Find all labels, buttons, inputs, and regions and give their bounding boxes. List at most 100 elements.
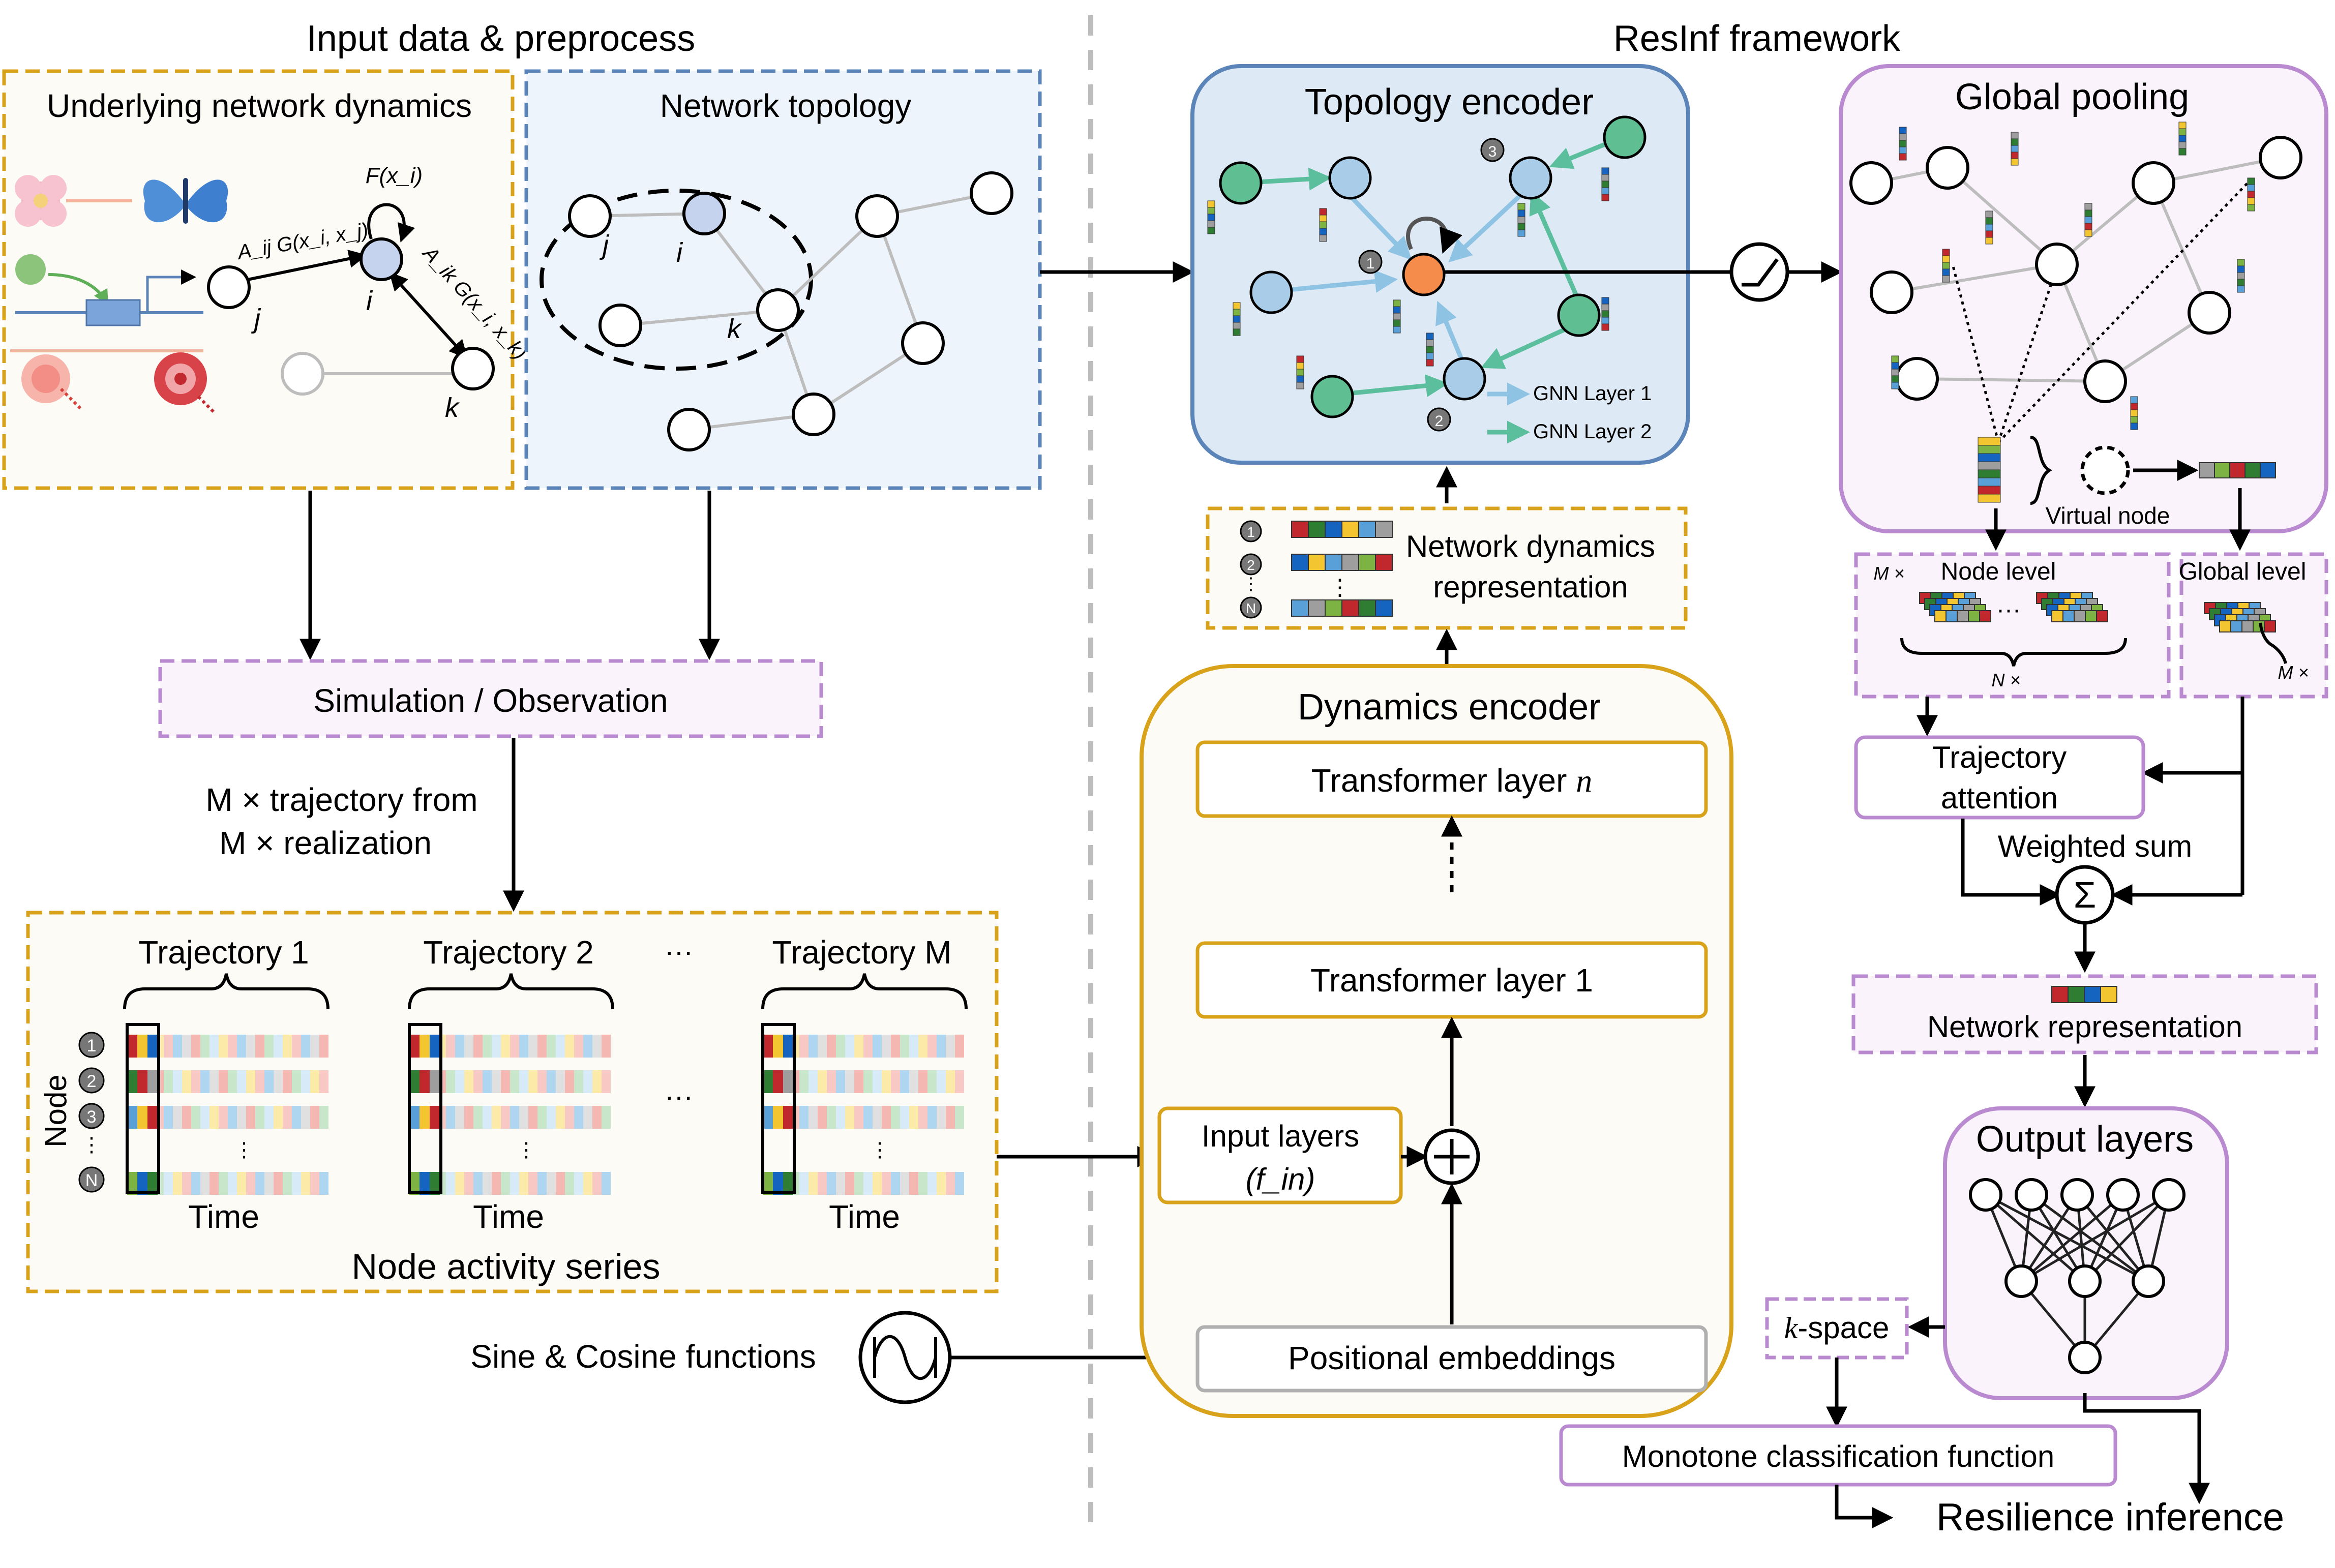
sum-icon: Σ: [2055, 865, 2115, 925]
mlp-neuron: [2015, 1178, 2048, 1212]
topology-node-k-label: k: [727, 314, 742, 344]
gnn-layer-2-label: GNN Layer 2: [1533, 420, 1652, 443]
feature-vector: [1601, 297, 1609, 331]
feature-vector: [2011, 132, 2019, 166]
trajectory-attention-box: Trajectory attention: [1854, 735, 2145, 820]
feature-vector: [2084, 203, 2092, 237]
feature-vector: [1319, 208, 1327, 242]
feature-vector: [2051, 986, 2117, 1003]
dynamics-box-title: Underlying network dynamics: [47, 87, 472, 124]
trajectory-2-label: Trajectory 2: [423, 934, 594, 971]
weighted-sum-label: Weighted sum: [1998, 829, 2192, 863]
sine-wave-icon: [858, 1311, 952, 1404]
node-i-label: i: [366, 286, 373, 316]
dynamics-badges: 1 2 ⋮ N: [1240, 520, 1262, 619]
heatmap-trajectory-2: ⋮: [408, 1023, 611, 1195]
trajectory-braces: [123, 973, 968, 1010]
feature-vector: [2247, 177, 2255, 212]
dynamics-encoder-title: Dynamics encoder: [1298, 687, 1601, 728]
feature-vector: [2199, 462, 2276, 478]
flower-icon: [15, 175, 67, 227]
time-window-frame: [126, 1023, 160, 1194]
gnn-layer-1-edges: [1289, 189, 1528, 367]
svg-text:3: 3: [1488, 143, 1497, 160]
topology-box-title: Network topology: [660, 87, 911, 124]
svg-text:1: 1: [1247, 524, 1255, 540]
svg-text:⋮: ⋮: [1329, 575, 1351, 600]
input-layers-line-1: Input layers: [1202, 1119, 1359, 1153]
right-heading: ResInf framework: [1613, 18, 1901, 59]
svg-text:⋮: ⋮: [870, 1139, 890, 1161]
svg-text:⋮: ⋮: [1242, 575, 1260, 594]
svg-text:···: ···: [1996, 596, 2021, 623]
dynamics-encoder: Dynamics encoder Transformer layer n Tra…: [1140, 664, 1733, 1418]
feature-vector: [1942, 249, 1950, 283]
positional-embeddings: Positional embeddings: [1288, 1340, 1615, 1376]
feature-vector: [1426, 333, 1434, 367]
mlp-neuron: [2106, 1178, 2140, 1212]
monotone-label: Monotone classification function: [1622, 1439, 2055, 1473]
node-level-n: N ×: [1991, 670, 2020, 690]
topology-box: Network topology j i k: [524, 69, 1042, 490]
activity-box-title: Node activity series: [352, 1247, 661, 1286]
node-level-label: Node level: [1941, 558, 2056, 585]
mlp-neuron: [2068, 1341, 2102, 1374]
heatmap-trajectory-m: ⋮: [761, 1023, 964, 1195]
svg-text:Σ: Σ: [2074, 875, 2097, 916]
feature-vector: [1978, 437, 2001, 503]
feature-vector: [1891, 355, 1899, 389]
center-node: [1402, 253, 1446, 296]
feature-vector: [1393, 299, 1401, 334]
mlp-neuron: [2068, 1264, 2102, 1298]
sine-cosine-label: Sine & Cosine functions: [470, 1338, 816, 1375]
feature-vector: [1207, 200, 1215, 234]
butterfly-icon: [143, 178, 228, 224]
node-level-m: M ×: [1873, 563, 1904, 584]
trajectory-1-label: Trajectory 1: [138, 934, 309, 971]
node-j: [207, 265, 251, 309]
mlp-neuron: [1969, 1178, 2002, 1212]
mlp-neuron: [2152, 1178, 2186, 1212]
topology-node-i-label: i: [676, 237, 683, 268]
pooling-dotted: [1951, 182, 2249, 443]
feature-vector: [2178, 122, 2187, 156]
global-level-label: Global level: [2179, 558, 2307, 585]
feature-vector: [1517, 203, 1525, 237]
trajectory-m-label: Trajectory M: [772, 934, 951, 971]
mlp-neuron: [2060, 1178, 2094, 1212]
feature-vector: [1291, 521, 1393, 538]
dynamics-box: Underlying network dynamics: [2, 69, 531, 490]
virus-icon: [21, 354, 83, 411]
node-i: [360, 237, 403, 281]
svg-text:2: 2: [87, 1072, 97, 1091]
feature-vector: [1296, 355, 1304, 389]
feature-vector: [1985, 210, 1993, 245]
output-layers: Output layers: [1943, 1106, 2229, 1400]
input-layers-line-2: (f_in): [1246, 1162, 1315, 1196]
resilience-label: Resilience inference: [1936, 1496, 2284, 1539]
feature-vector: [1291, 599, 1393, 617]
node-badges: 1 2 3 ⋮ N: [78, 1032, 105, 1193]
time-window-frame: [408, 1023, 442, 1194]
cell-icon: [154, 352, 215, 413]
network-representation-label: Network representation: [1927, 1010, 2242, 1044]
svg-text:N: N: [85, 1171, 98, 1190]
feature-vector: [2237, 259, 2245, 293]
activity-box: Trajectory 1 Trajectory 2 Trajectory M ·…: [26, 911, 999, 1293]
svg-text:⋮: ⋮: [234, 1139, 254, 1161]
mlp-neuron: [2132, 1264, 2165, 1298]
gene-icon: [15, 254, 203, 326]
left-heading: Input data & preprocess: [307, 18, 695, 59]
mlp-nodes: [1969, 1178, 2186, 1374]
global-pooling: Global pooling Vi: [1839, 64, 2328, 533]
virtual-node-label: Virtual node: [2046, 502, 2170, 529]
heatmap-trajectory-1: ⋮: [126, 1023, 328, 1195]
self-term-label: F(x_i): [366, 163, 423, 188]
feature-vector: [1934, 610, 1991, 622]
k-space-label: k-space: [1784, 1311, 1890, 1345]
svg-text:1: 1: [1366, 255, 1375, 272]
global-pooling-title: Global pooling: [1955, 77, 2189, 117]
encoder-badges: 1 2 3: [1358, 138, 1505, 432]
svg-text:1: 1: [87, 1036, 97, 1056]
feature-vector: [1291, 554, 1393, 571]
